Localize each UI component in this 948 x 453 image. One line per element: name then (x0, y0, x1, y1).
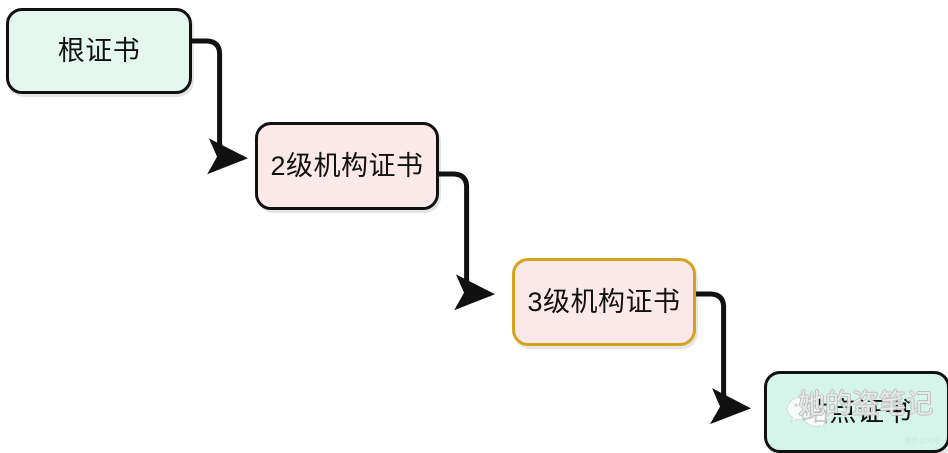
node-root-certificate[interactable]: 根证书 (6, 8, 192, 94)
edge-level3-to-end (693, 291, 751, 425)
node-level3-ca-certificate[interactable]: 3级机构证书 (512, 258, 696, 346)
node-end-entity-certificate-label: 站点证书 (802, 396, 912, 427)
edge-level2-to-level3 (436, 171, 495, 311)
node-end-entity-certificate[interactable]: 站点证书 (764, 371, 948, 453)
node-root-certificate-label: 根证书 (57, 35, 141, 66)
node-level2-ca-certificate-label: 2级机构证书 (270, 150, 424, 181)
node-level2-ca-certificate[interactable]: 2级机构证书 (255, 122, 439, 210)
node-level3-ca-certificate-label: 3级机构证书 (527, 286, 681, 317)
edge-root-to-level2 (189, 38, 248, 175)
